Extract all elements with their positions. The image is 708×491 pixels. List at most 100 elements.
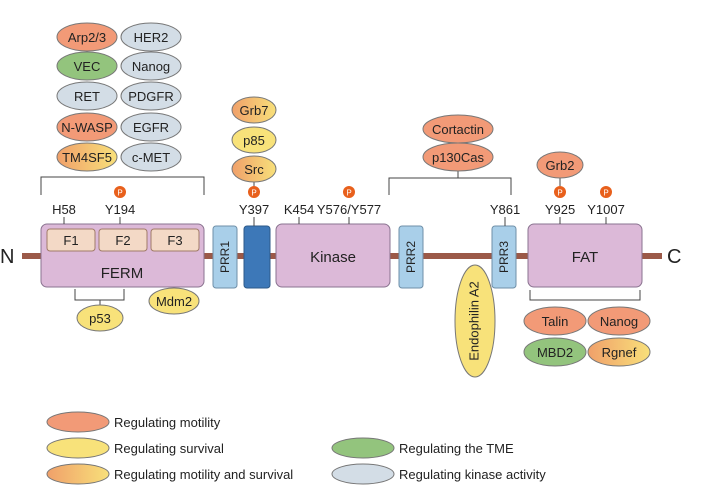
svg-text:Nanog: Nanog [600,314,638,329]
kinase-domain [275,223,391,288]
ferm-label: FERM [101,265,144,282]
c-terminus-label: C [667,246,681,268]
prr1-domain [212,225,238,289]
svg-text:MBD2: MBD2 [537,345,573,360]
phospho-marker-y1007: P [600,186,612,198]
partner-her2: HER2 [120,22,182,52]
legend-item-tme: Regulating the TME [331,437,514,459]
svg-text:Arp2/3: Arp2/3 [68,30,106,45]
f1-subdomain [46,228,96,252]
svg-text:Endophilin A2: Endophilin A2 [466,281,481,361]
svg-text:Rgnef: Rgnef [602,345,637,360]
svg-text:N-WASP: N-WASP [61,120,113,135]
svg-text:HER2: HER2 [134,30,169,45]
legend-item-kinase-activity: Regulating kinase activity [331,463,546,485]
svg-text:p53: p53 [89,311,111,326]
ferm-partners-bracket [40,176,205,195]
residue-y194: Y194 [105,202,135,217]
cortactin-bracket [388,177,512,195]
svg-text:Cortactin: Cortactin [432,122,484,137]
partner-p85: p85 [231,126,277,154]
partner-src: Src [231,155,277,183]
legend-item-motility-survival: Regulating motility and survival [46,463,293,485]
partner-endophilin-a2: Endophilin A2 [454,264,496,378]
svg-text:P: P [117,189,122,198]
svg-text:c-MET: c-MET [132,150,170,165]
partner-nanog-ferm: Nanog [120,51,182,81]
svg-text:Grb2: Grb2 [546,158,575,173]
svg-text:Mdm2: Mdm2 [156,294,192,309]
svg-text:p130Cas: p130Cas [432,150,485,165]
phospho-marker-y925: P [554,186,566,198]
residue-y925: Y925 [545,202,575,217]
partner-cmet: c-MET [120,142,182,172]
partner-arp23: Arp2/3 [56,22,118,52]
svg-text:PDGFR: PDGFR [128,89,174,104]
partner-rgnef: Rgnef [587,337,651,367]
phospho-marker-y397: P [248,186,260,198]
svg-text:P: P [251,189,256,198]
svg-text:P: P [346,189,351,198]
residue-y576-y577: Y576/Y577 [317,202,381,217]
svg-text:Regulating the TME: Regulating the TME [399,441,514,456]
svg-text:P: P [557,189,562,198]
f3-subdomain [150,228,200,252]
svg-text:Src: Src [244,162,264,177]
residue-ticks [63,217,607,226]
f3-label: F3 [167,233,182,248]
svg-text:Grb7: Grb7 [240,103,269,118]
f2-subdomain [98,228,148,252]
prr3-domain [491,225,517,289]
svg-text:Regulating motility and surviv: Regulating motility and survival [114,467,293,482]
svg-text:Regulating survival: Regulating survival [114,441,224,456]
f1-label: F1 [63,233,78,248]
partner-cortactin: Cortactin [422,114,494,144]
prr2-label: PRR2 [404,241,418,273]
partner-grb2: Grb2 [536,151,584,179]
svg-text:P: P [603,189,608,198]
n-terminus-label: N [0,246,14,268]
fat-partners-bracket [529,290,641,301]
prr3-label: PRR3 [497,241,511,273]
partner-mbd2: MBD2 [523,337,587,367]
residue-h58: H58 [52,202,76,217]
partner-nwasp: N-WASP [56,112,118,142]
partner-tm4sf5: TM4SF5 [56,142,118,172]
svg-text:Nanog: Nanog [132,59,170,74]
partner-egfr: EGFR [120,112,182,142]
kinase-label: Kinase [310,249,356,266]
prr2-domain [398,225,424,289]
svg-text:p85: p85 [243,133,265,148]
partner-nanog-fat: Nanog [587,306,651,336]
fat-label: FAT [572,249,598,266]
residue-y861: Y861 [490,202,520,217]
legend-item-survival: Regulating survival [46,437,224,459]
svg-text:EGFR: EGFR [133,120,169,135]
residue-y397: Y397 [239,202,269,217]
p53-bracket [74,289,125,301]
legend: Regulating motility Regulating survival … [46,411,546,485]
partner-pdgfr: PDGFR [120,81,182,111]
phospho-marker-y576: P [343,186,355,198]
prr1-label: PRR1 [218,241,232,273]
svg-text:Talin: Talin [542,314,569,329]
svg-text:Regulating motility: Regulating motility [114,415,221,430]
f2-label: F2 [115,233,130,248]
partner-mdm2: Mdm2 [148,287,200,315]
partner-grb7: Grb7 [231,96,277,124]
partner-p130cas: p130Cas [422,142,494,172]
svg-text:TM4SF5: TM4SF5 [62,150,112,165]
fat-domain [527,223,643,288]
svg-text:Regulating kinase activity: Regulating kinase activity [399,467,546,482]
linker-block [243,225,271,289]
residue-k454: K454 [284,202,314,217]
residue-y1007: Y1007 [587,202,625,217]
partner-talin: Talin [523,306,587,336]
partner-p53: p53 [76,304,124,332]
phospho-marker-y194: P [114,186,126,198]
partner-ret: RET [56,81,118,111]
legend-item-motility: Regulating motility [46,411,221,433]
svg-text:RET: RET [74,89,100,104]
